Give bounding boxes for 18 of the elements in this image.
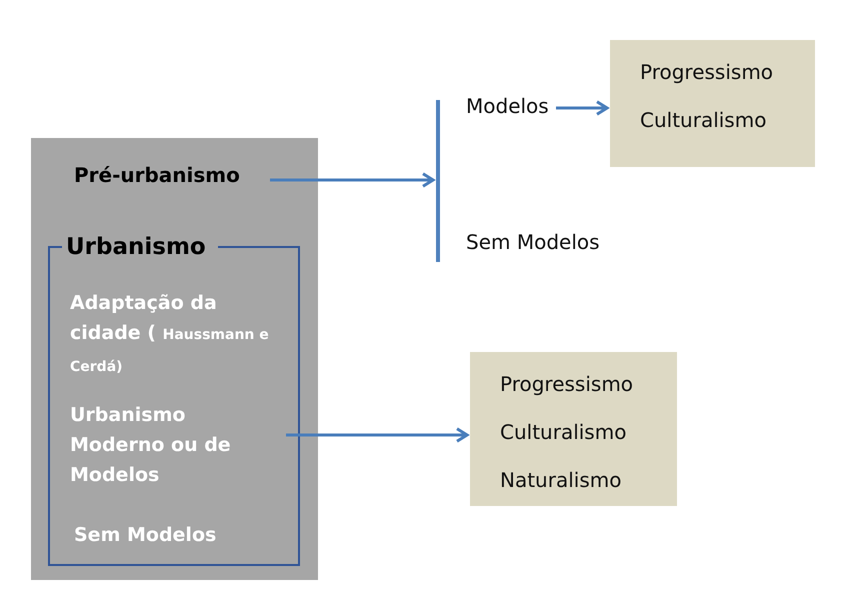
item-text: Urbanismo Moderno ou de Modelos — [70, 400, 286, 494]
arrow — [556, 100, 608, 116]
item-text: Adaptação da cidade ( Haussmann e Cerdá) — [70, 288, 270, 378]
category-box — [610, 40, 815, 167]
category-name: Naturalismo — [500, 468, 622, 492]
bracket-bar — [436, 100, 440, 262]
branch-name: Sem Modelos — [466, 229, 600, 256]
category-name: Culturalismo — [640, 108, 768, 132]
arrow — [286, 427, 468, 443]
branch-name: Modelos — [466, 92, 556, 120]
arrow — [270, 172, 434, 188]
stage-name: Pré-urbanismo — [74, 160, 270, 190]
category-name: Progressismo — [500, 372, 634, 396]
item-text: Sem Modelos — [74, 520, 274, 552]
panel-background — [31, 138, 318, 580]
category-name: Progressismo — [640, 60, 774, 84]
category-box — [470, 352, 677, 506]
category-name: Culturalismo — [500, 420, 628, 444]
